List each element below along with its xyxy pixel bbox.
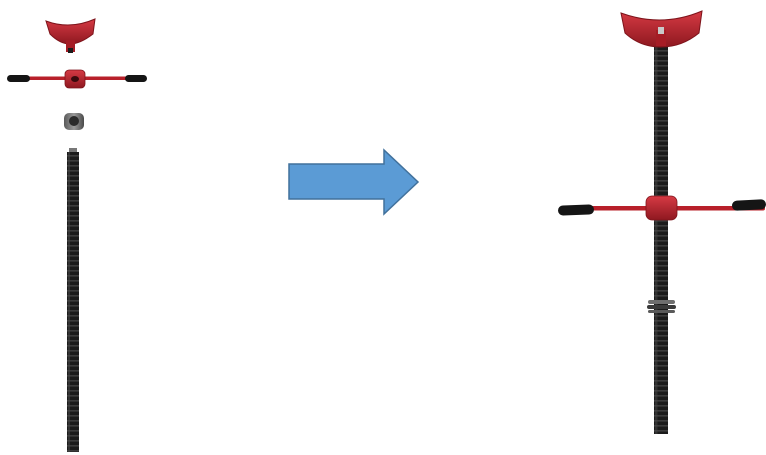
- handle-bar: [7, 70, 147, 88]
- washers-assembled: [647, 300, 676, 313]
- right-arrow: [289, 150, 418, 214]
- handle-bar-assembled: [558, 196, 766, 220]
- washer: [64, 113, 84, 130]
- threaded-rod-loose: [67, 148, 79, 452]
- saddle-head-assembled: [621, 11, 702, 47]
- assembled-jack: [558, 11, 766, 434]
- saddle-head: [46, 19, 95, 53]
- disassembled-parts: [7, 19, 147, 452]
